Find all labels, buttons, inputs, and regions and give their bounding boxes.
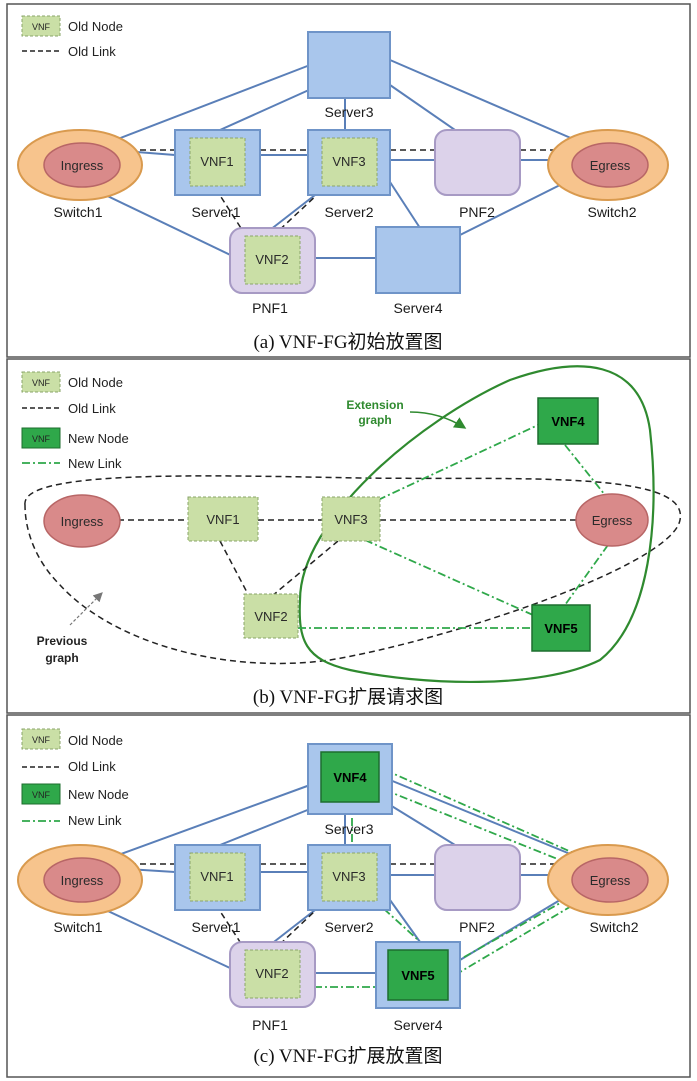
ingress-node-b	[43, 494, 121, 548]
panel-a: VNF Old Node Old Link	[17, 15, 669, 353]
extension-arrow	[409, 411, 467, 429]
panel-c: VNF Old Node Old Link VNF New Node New L…	[17, 728, 669, 1067]
legend-vnf-box-c: VNF	[32, 735, 51, 745]
caption-b: (b) VNF-FG扩展请求图	[253, 686, 443, 708]
pnf1-label-c: PNF1	[252, 1017, 288, 1033]
previous-graph-outline	[24, 475, 681, 665]
legend-old-link: Old Link	[68, 44, 116, 59]
vnf1-box-b	[187, 496, 259, 542]
panel-b-frame	[6, 358, 691, 714]
vnf2-box-c	[244, 949, 301, 999]
vnf5-label-b: VNF5	[544, 621, 577, 636]
legend-new-link-c: New Link	[68, 813, 122, 828]
previous-graph-label-1: Previous	[37, 634, 88, 648]
physical-links-c	[94, 779, 581, 976]
egress-label-c: Egress	[590, 873, 631, 888]
switch2-label-c: Switch2	[589, 919, 638, 935]
server2-label: Server2	[324, 204, 373, 220]
vnf5-box-c	[387, 949, 449, 1001]
panel-c-frame	[6, 714, 691, 1078]
legend-vnf-box: VNF	[32, 22, 51, 32]
legend-old-link-c: Old Link	[68, 759, 116, 774]
egress-node-b	[575, 493, 649, 547]
server1-label: Server1	[191, 204, 240, 220]
vnf1-label-c: VNF1	[200, 869, 233, 884]
vnf1-label: VNF1	[200, 154, 233, 169]
vnf5-box-b	[531, 604, 591, 652]
vnf4-box-c	[320, 751, 380, 803]
server4-box	[375, 226, 461, 294]
legend-old-node-c: Old Node	[68, 733, 123, 748]
legend-old-node-b: Old Node	[68, 375, 123, 390]
vnf2-label: VNF2	[255, 252, 288, 267]
previous-graph-label-2: graph	[45, 651, 78, 665]
server3-label-c: Server3	[324, 821, 373, 837]
panel-a-frame	[6, 3, 691, 358]
legend-old-node: Old Node	[68, 19, 123, 34]
vnf3-label-c: VNF3	[332, 869, 365, 884]
switch2-label: Switch2	[587, 204, 636, 220]
pnf2-label: PNF2	[459, 204, 495, 220]
vnf1-label-b: VNF1	[206, 512, 239, 527]
vnf2-box-b	[243, 593, 299, 639]
egress-label-b: Egress	[592, 513, 633, 528]
vnf1-box-c	[189, 852, 246, 902]
switch1-label-c: Switch1	[53, 919, 102, 935]
vnf3-box-b	[321, 496, 381, 542]
legend-vnf-box-new: VNF	[32, 434, 51, 444]
extension-graph-label-1: Extension	[346, 398, 403, 412]
vnf3-label-b: VNF3	[334, 512, 367, 527]
vnf2-label-c: VNF2	[255, 966, 288, 981]
pnf2-label-c: PNF2	[459, 919, 495, 935]
old-links-b	[118, 519, 578, 599]
server4-label-c: Server4	[393, 1017, 442, 1033]
egress-node-c	[571, 857, 649, 903]
egress-node	[571, 142, 649, 188]
switch1-label: Switch1	[53, 204, 102, 220]
ingress-node-c	[43, 857, 121, 903]
legend-old-link-b: Old Link	[68, 401, 116, 416]
vnf2-label-b: VNF2	[254, 609, 287, 624]
panel-b: VNF Old Node Old Link VNF New Node New L…	[21, 365, 681, 708]
legend-c: VNF Old Node Old Link VNF New Node New L…	[21, 728, 129, 828]
ingress-label-c: Ingress	[61, 873, 104, 888]
legend-vnf-box-new-c: VNF	[32, 790, 51, 800]
legend-b: VNF Old Node Old Link VNF New Node New L…	[21, 371, 129, 471]
vnf4-label-b: VNF4	[551, 414, 585, 429]
pnf2-box	[434, 129, 521, 196]
vnf4-box-b	[537, 397, 599, 445]
pnf2-box-c	[434, 844, 521, 911]
vnf3-label: VNF3	[332, 154, 365, 169]
caption-a: (a) VNF-FG初始放置图	[253, 331, 442, 353]
egress-label: Egress	[590, 158, 631, 173]
caption-c: (c) VNF-FG扩展放置图	[253, 1045, 442, 1067]
new-links-b	[298, 424, 609, 629]
server3-box	[307, 31, 391, 99]
pnf1-label: PNF1	[252, 300, 288, 316]
legend-new-link: New Link	[68, 456, 122, 471]
legend-vnf-box-b: VNF	[32, 378, 51, 388]
vnf5-label-c: VNF5	[401, 968, 434, 983]
legend-new-node-c: New Node	[68, 787, 129, 802]
server4-label: Server4	[393, 300, 442, 316]
ingress-node	[43, 142, 121, 188]
vnf3-box-c	[321, 852, 378, 902]
server3-label: Server3	[324, 104, 373, 120]
ingress-label: Ingress	[61, 158, 104, 173]
vnf2-box	[244, 235, 301, 285]
extension-graph-label-2: graph	[358, 413, 391, 427]
ingress-label-b: Ingress	[61, 514, 104, 529]
legend-a: VNF Old Node Old Link	[21, 15, 123, 59]
legend-new-node: New Node	[68, 431, 129, 446]
extension-graph-outline	[298, 365, 655, 684]
vnf1-box	[189, 137, 246, 187]
previous-arrow	[69, 592, 103, 626]
server2-label-c: Server2	[324, 919, 373, 935]
server1-label-c: Server1	[191, 919, 240, 935]
vnf3-box	[321, 137, 378, 187]
vnf4-label-c: VNF4	[333, 770, 367, 785]
